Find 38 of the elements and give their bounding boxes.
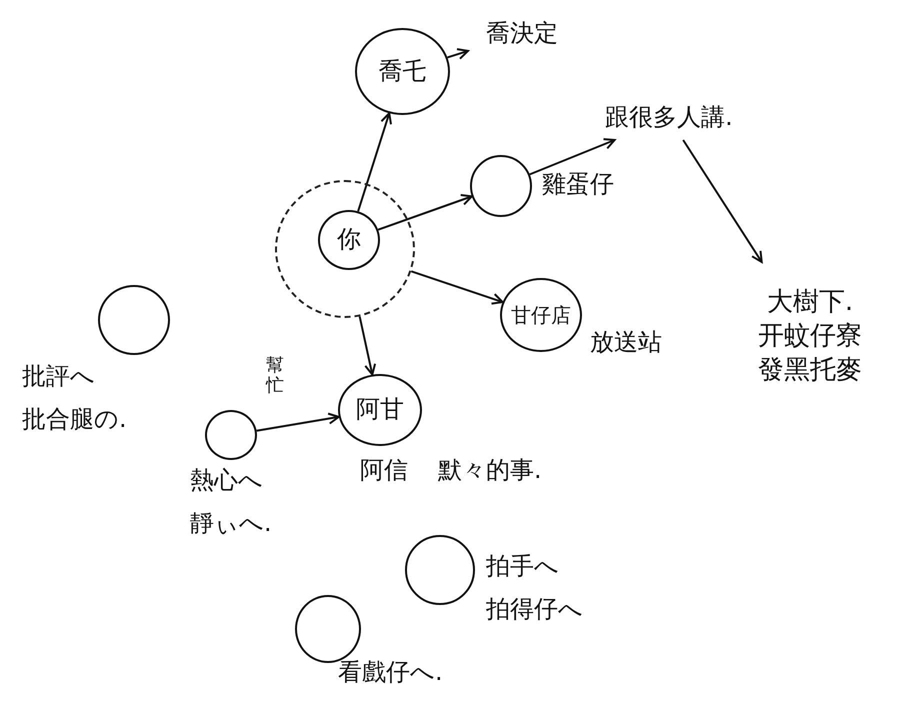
node-label: 跟很多人講. bbox=[605, 102, 733, 134]
circle-node bbox=[500, 278, 582, 352]
edge-label: 幫忙 bbox=[266, 356, 284, 396]
circle-node bbox=[98, 285, 170, 355]
node-caption: 靜ぃへ. bbox=[190, 508, 272, 538]
arrow bbox=[682, 139, 763, 263]
arrow bbox=[378, 194, 473, 231]
arrow bbox=[358, 316, 376, 376]
node-caption: 放送站 bbox=[590, 328, 662, 357]
arrow bbox=[447, 48, 469, 60]
arrow bbox=[410, 270, 504, 305]
circle-node bbox=[405, 535, 475, 605]
node-label: 喬乇 bbox=[378, 56, 426, 87]
node-caption: 拍手へ bbox=[486, 552, 560, 581]
node-caption: 看戲仔へ. bbox=[338, 658, 443, 687]
arrow bbox=[256, 412, 340, 432]
node-label: 阿甘 bbox=[356, 394, 404, 426]
node-label: 甘仔店 bbox=[511, 302, 571, 328]
node-label: 开蚊仔寮 bbox=[758, 320, 862, 354]
node-caption: 批合腿の. bbox=[22, 404, 127, 434]
circle-node bbox=[470, 155, 532, 217]
circle-node bbox=[338, 374, 422, 446]
circle-node bbox=[318, 210, 380, 270]
node-label: 大樹下. bbox=[766, 286, 854, 320]
dashed-circle bbox=[275, 180, 415, 318]
node-caption: 熱心へ bbox=[190, 466, 264, 495]
node-label: 發黑托麥 bbox=[758, 354, 862, 387]
circle-node bbox=[355, 28, 450, 115]
node-caption: 阿信 bbox=[360, 456, 408, 485]
circle-node bbox=[205, 410, 257, 460]
node-label: 喬決定 bbox=[486, 18, 558, 50]
node-caption: 拍得仔へ bbox=[486, 594, 583, 624]
arrow bbox=[529, 138, 616, 176]
node-caption: 默々的事. bbox=[438, 456, 542, 485]
arrow bbox=[357, 112, 392, 212]
node-caption: 雞蛋仔 bbox=[542, 170, 614, 199]
node-caption: 批評へ bbox=[22, 362, 96, 391]
node-label: 你 bbox=[337, 224, 361, 256]
